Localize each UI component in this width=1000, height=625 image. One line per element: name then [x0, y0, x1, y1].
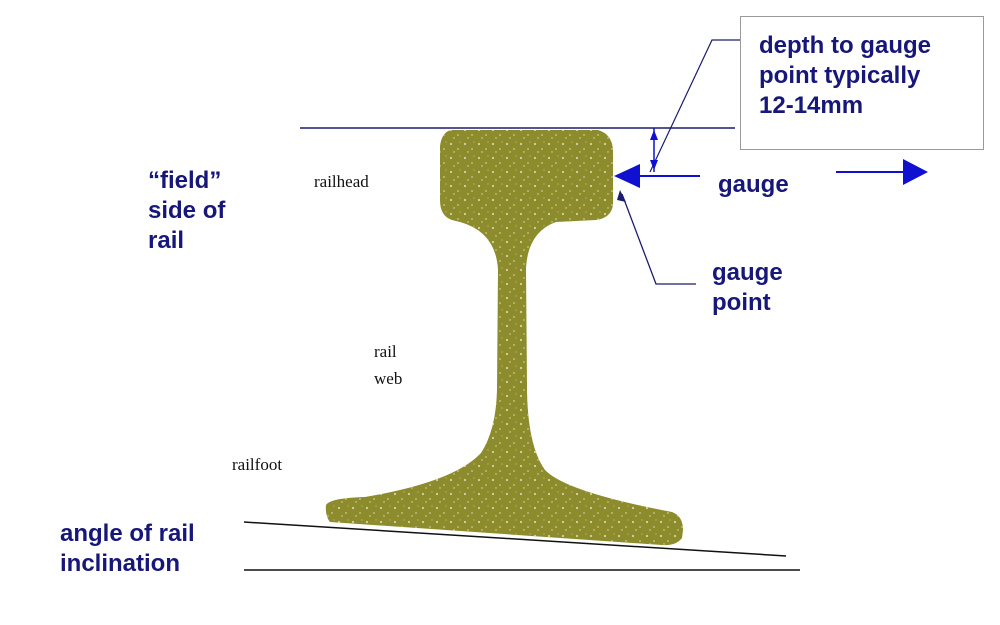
field-side-label: “field” side of rail [148, 167, 226, 254]
depth-arrow-up [650, 130, 658, 140]
gauge-point-leader [621, 193, 696, 285]
inclined-base-line [243, 521, 787, 557]
railfoot-label: railfoot [232, 455, 283, 474]
depth-leader-line [649, 39, 740, 173]
depth-note-label: depth to gauge point typically 12-14mm [759, 32, 931, 119]
angle-label: angle of rail inclination [60, 520, 195, 577]
rail-web-label: rail web [374, 342, 403, 388]
gauge-arrow-left-icon [614, 164, 640, 188]
depth-note-box: depth to gauge point typically 12-14mm [740, 16, 984, 150]
railhead-label: railhead [314, 172, 369, 191]
rail-texture [325, 130, 683, 546]
gauge-arrow-right-icon [903, 159, 928, 185]
gauge-point-label: gauge point [712, 259, 783, 316]
gauge-point-arrowhead [617, 190, 626, 202]
depth-arrow-down [650, 160, 658, 170]
gauge-label: gauge [718, 171, 789, 198]
